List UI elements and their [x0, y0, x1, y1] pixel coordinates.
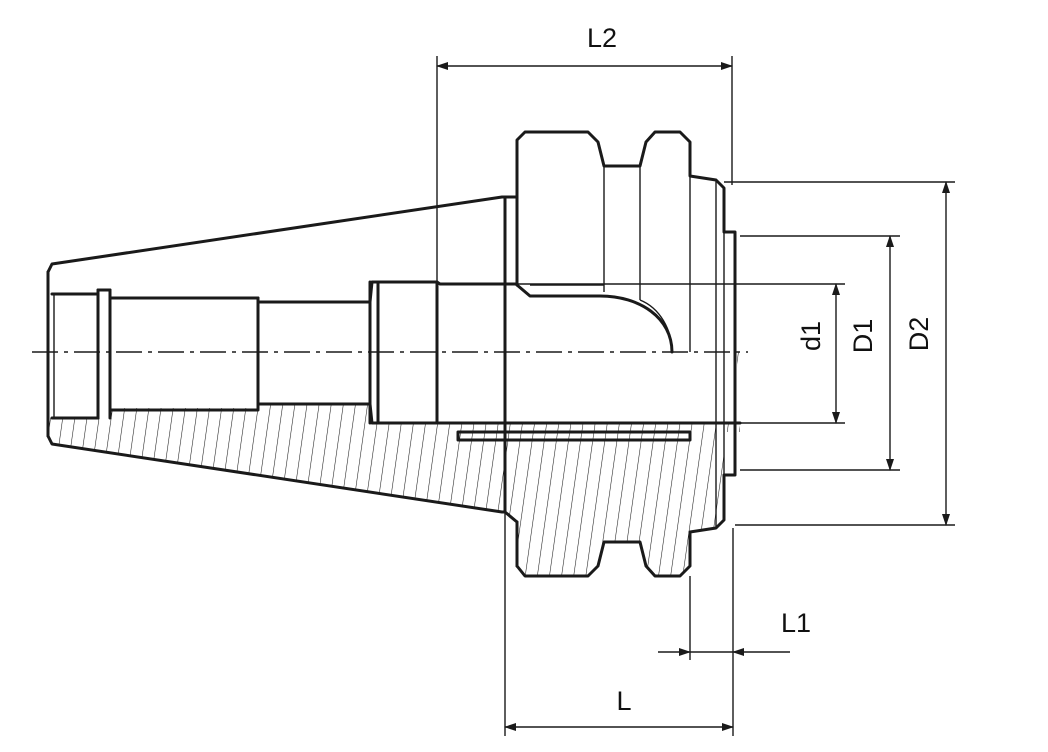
- inner-bore-lower: [50, 402, 742, 425]
- bore-void: [437, 352, 737, 422]
- label-d1: d1: [796, 321, 826, 351]
- label-L: L: [616, 686, 631, 716]
- label-L1: L1: [781, 608, 811, 638]
- label-D2: D2: [904, 317, 934, 352]
- label-D1: D1: [848, 319, 878, 354]
- bore-radius: [639, 299, 673, 353]
- label-L2: L2: [587, 23, 617, 53]
- coolant-slot: [456, 430, 692, 442]
- inner-bore-upper: [50, 280, 674, 354]
